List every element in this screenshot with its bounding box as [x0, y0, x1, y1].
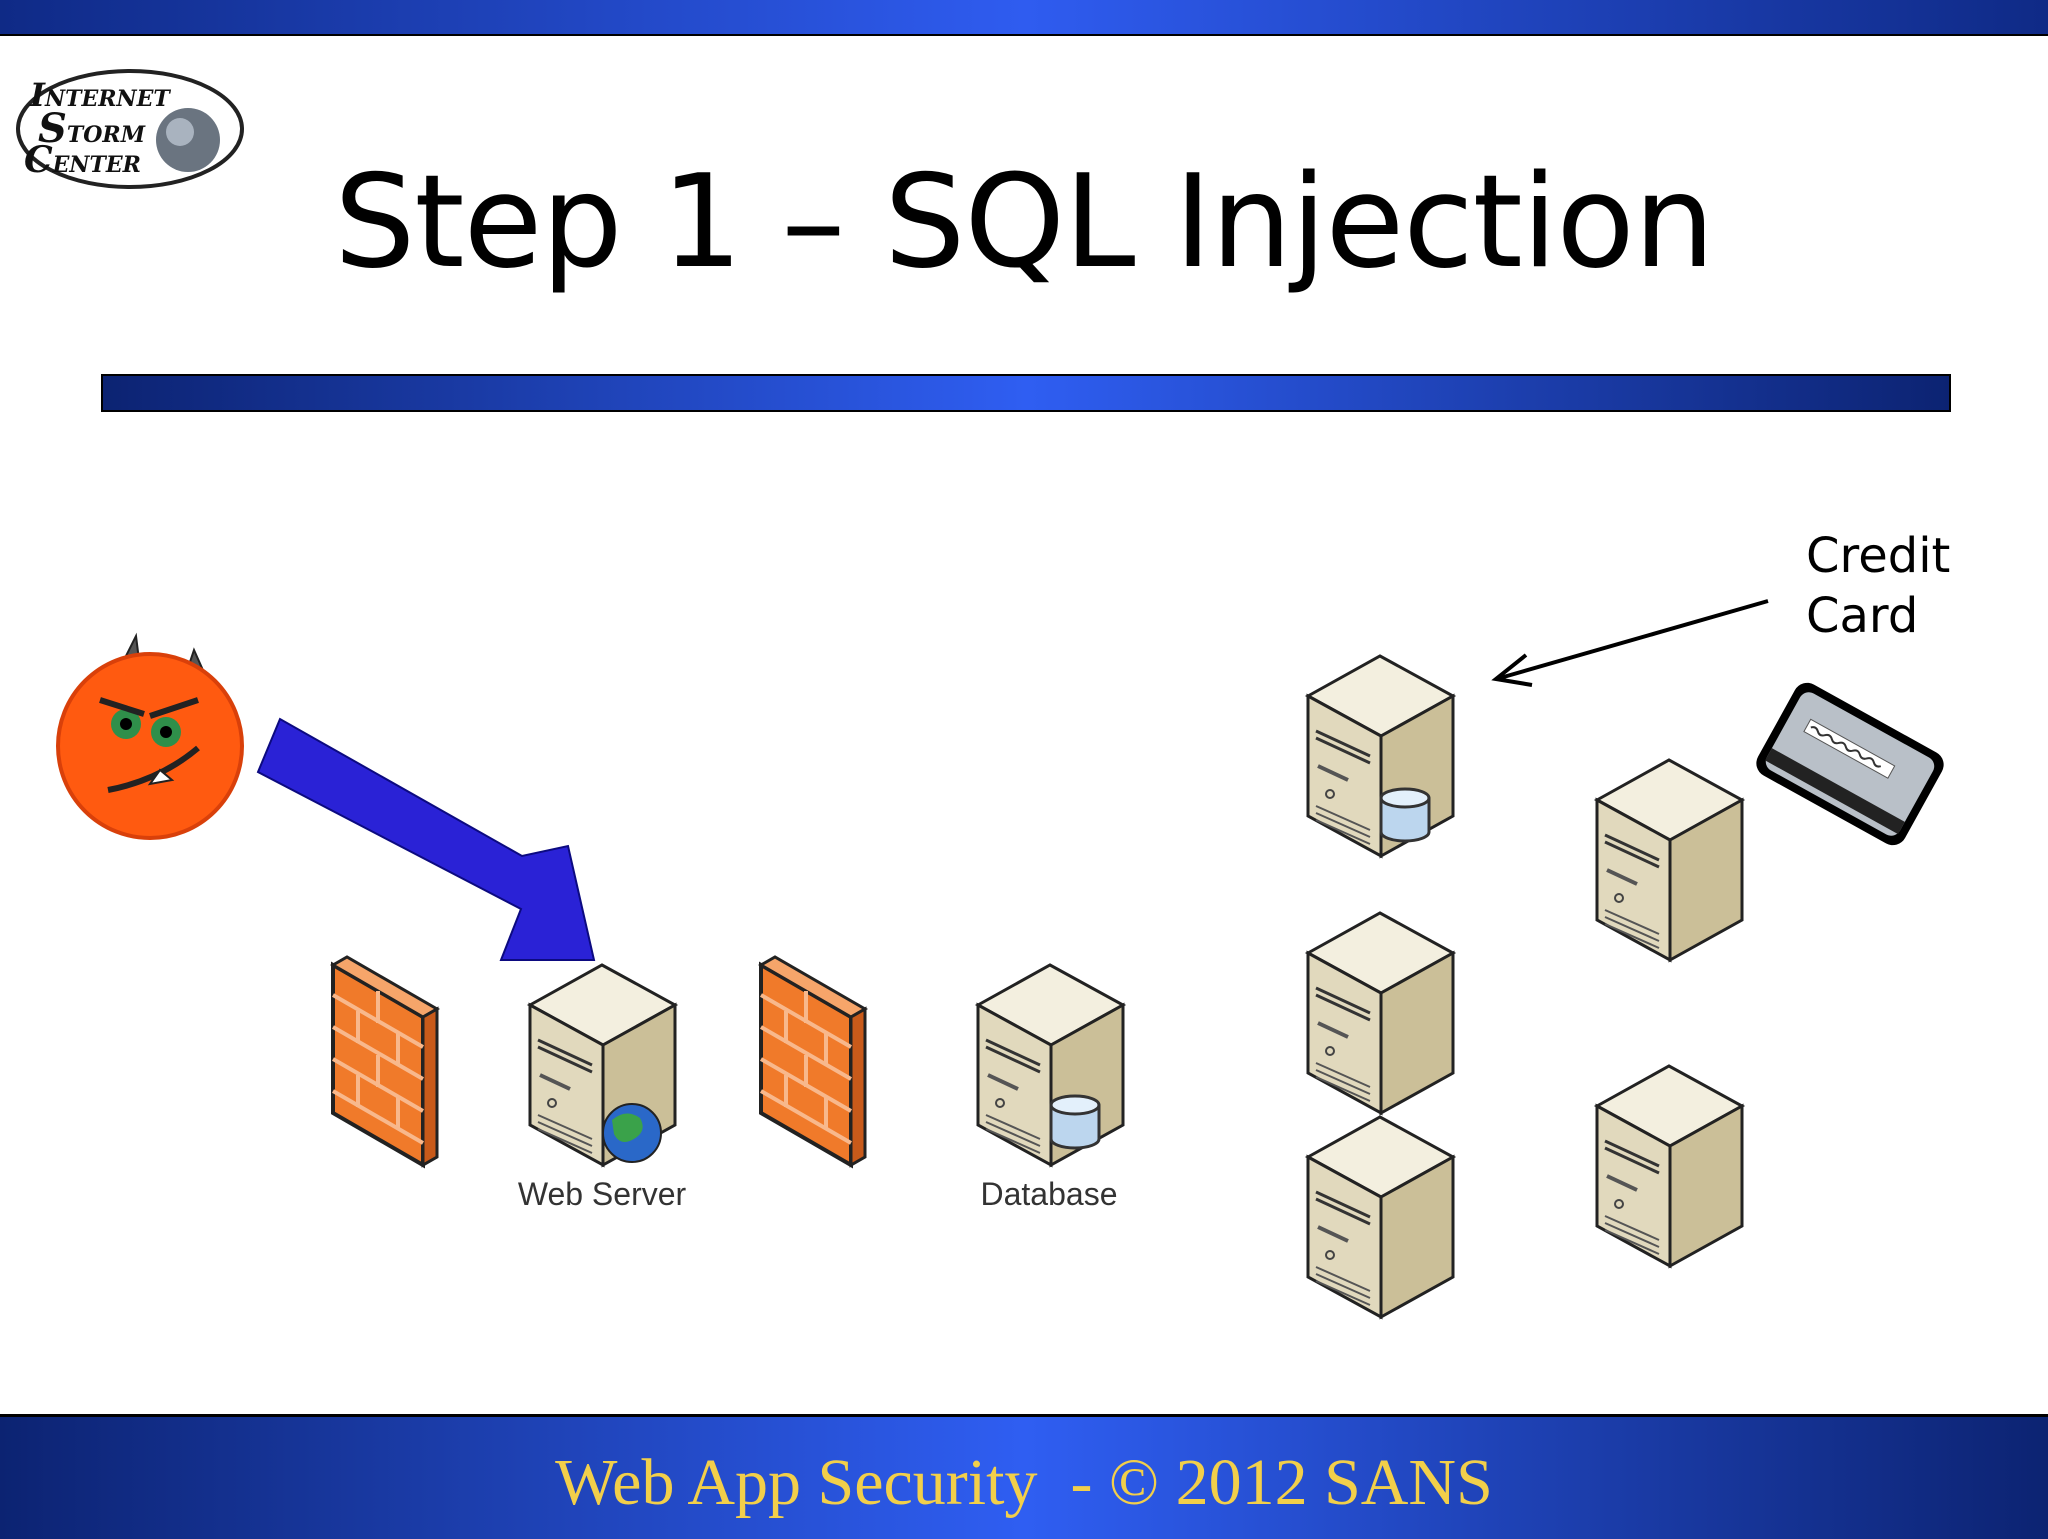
- attacker-devil-icon: [56, 632, 244, 840]
- footer-text: Web App Security - © 2012 SANS: [555, 1446, 1493, 1519]
- firewall-icon: [331, 955, 439, 1167]
- globe-icon: [602, 1103, 662, 1163]
- web-server-label: Web Server: [518, 1176, 687, 1212]
- database-label: Database: [981, 1176, 1118, 1212]
- cluster-server-icon: [1306, 1115, 1455, 1319]
- attack-arrow: [256, 717, 596, 961]
- top-band: [0, 0, 2048, 36]
- callout-line: Credit: [1806, 528, 1951, 584]
- slide-title: Step 1 – SQL Injection: [334, 148, 1715, 297]
- internet-storm-center-logo: INTERNET STORM CENTER: [16, 69, 244, 189]
- firewall-icon: [759, 955, 867, 1167]
- credit-card-callout-arrow: [1491, 599, 1769, 687]
- callout-line: Card: [1806, 588, 1919, 644]
- cluster-server-icon: [1595, 758, 1744, 962]
- database-cylinder-icon: [1379, 787, 1431, 843]
- credit-card-callout: Credit Card: [1806, 526, 1950, 646]
- database-cylinder-icon: [1049, 1094, 1101, 1150]
- title-divider-bar: [101, 374, 1951, 412]
- cluster-server-icon: [1306, 911, 1455, 1115]
- cluster-server-icon: [1595, 1064, 1744, 1268]
- credit-card-icon: [1756, 682, 1944, 846]
- footer-band: Web App Security - © 2012 SANS: [0, 1414, 2048, 1539]
